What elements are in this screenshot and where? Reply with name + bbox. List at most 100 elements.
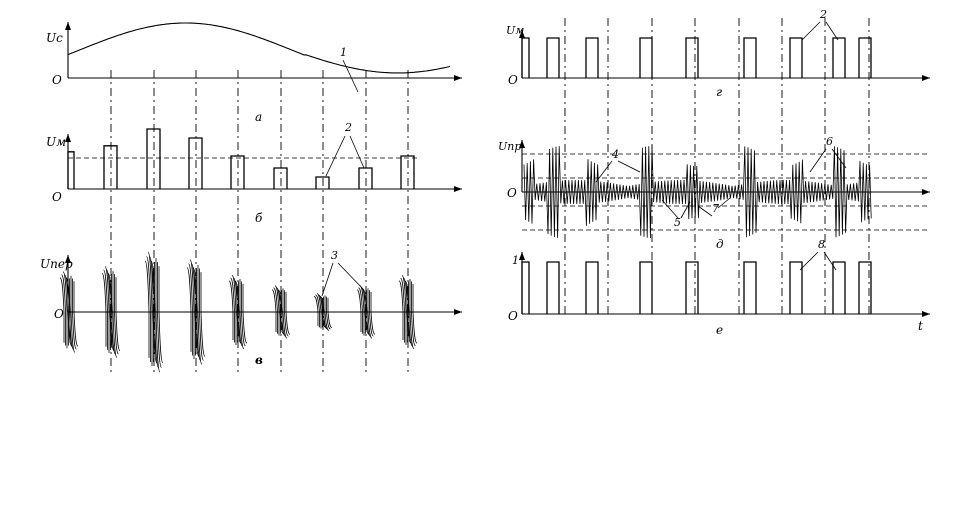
pam-pulse [67,151,75,189]
output-pulse [743,261,757,314]
rf-burst-stroke [147,251,161,373]
pam-pulse [146,128,161,189]
signal-curve [67,22,451,74]
panel-b-callout-leader-1 [325,135,346,177]
rf-burst-stroke [233,277,246,347]
rf-burst-stroke [274,285,288,339]
output-pulse [521,261,530,314]
panel-e-pulses [521,261,872,314]
rf-burst-stroke [315,294,328,330]
output-pulse [858,261,872,314]
rf-burst-stroke [316,293,330,331]
rf-burst-stroke [149,256,162,368]
rf-burst-stroke [273,287,286,337]
rf-burst-stroke [192,267,206,357]
panel-a-letter: a [255,110,262,124]
rf-burst [144,251,164,373]
panel-b-ylabel: Uм [46,135,66,149]
output-pulse [585,261,599,314]
panel-d-callout-5-leader-2 [680,201,691,219]
panel-e-time-arrow [922,311,930,317]
panel-g-pulses [521,37,872,78]
panel-b-axis-arrow [65,134,71,142]
panel-g: Uм O г 2 [506,8,930,99]
rf-burst [186,259,206,365]
rf-burst-stroke [362,289,376,335]
panel-b-callout: 2 [344,121,352,134]
panel-d-callout-5-leader-1 [661,199,679,219]
panel-d-callout-4: 4 [611,148,619,161]
rf-burst-stroke [401,275,415,349]
rf-burst [313,293,333,331]
panel-a-ylabel: Uc [46,31,63,45]
panel-e-callout-leader-1 [799,251,819,271]
rf-burst-stroke [230,277,243,347]
panel-g-ylabel: Uм [506,24,524,37]
panel-e: 1 O е t 8 [508,238,930,337]
panel-b-origin: O [52,190,62,204]
panel-d-time-arrow [922,189,930,195]
rf-burst-stroke [65,277,79,347]
panel-v-time-arrow [454,309,462,315]
panel-g-origin: O [508,73,518,87]
rf-burst-stroke [400,277,413,347]
rf-burst-stroke [234,280,248,344]
rf-burst-stroke [103,269,116,355]
rf-burst-stroke [61,274,74,350]
pam-pulse [358,167,373,189]
pam-pulse [273,167,288,189]
right-sampling-lines [564,18,870,318]
rf-burst [356,285,376,339]
panel-d-callout-6-leader-2 [831,148,847,169]
panel-v-ylabel: Uпер [40,257,73,271]
panel-b-callout-leader-2 [349,135,365,169]
panel-e-callout: 8 [818,238,825,251]
panel-d-callout-7-leader-2 [717,197,731,209]
rf-burst-stroke [231,275,245,349]
panel-g-axis-arrow [519,30,525,38]
rf-burst [228,275,248,349]
panel-b-letter: б [255,211,263,225]
panel-d-callout-5: 5 [674,216,681,229]
panel-e-axis-arrow [519,252,525,260]
rf-burst [398,275,418,349]
carrier-pulse [858,37,872,78]
output-pulse [546,261,560,314]
rf-burst-stroke [62,271,76,353]
panel-g-callout: 2 [819,8,827,21]
carrier-pulse [789,37,803,78]
panel-g-time-arrow [922,75,930,81]
panel-e-ylabel: 1 [512,254,519,267]
pam-pulse [230,155,245,189]
panel-e-letter: е [716,323,723,337]
panel-v-callout: 3 [331,249,338,262]
panel-e-xlabel: t [918,319,923,333]
pam-pulse [315,176,330,189]
panel-a-callout: 1 [340,46,347,59]
output-pulse [685,261,699,314]
rf-burst-stroke [64,274,77,350]
panel-b-time-arrow [454,186,462,192]
panel-d-axis-arrow [519,140,525,148]
panel-d-callout-6: 6 [826,135,833,148]
rf-burst-stroke [359,285,373,339]
output-pulse [789,261,803,314]
rf-burst-stroke [188,263,201,361]
rf-burst [59,271,79,353]
rf-bursts [59,251,418,373]
panel-d-origin: O [507,186,517,200]
rf-burst-stroke [361,287,374,337]
rf-burst-stroke [191,263,204,361]
panel-a-time-arrow [454,75,462,81]
rf-burst-stroke [189,259,203,365]
carrier-pulse [832,37,846,78]
rf-burst-stroke [403,277,416,347]
panel-g-callout-leader-2 [825,21,839,41]
pam-pulse [400,155,415,189]
carrier-pulse [585,37,599,78]
panel-v: Uпер O в 3 [40,249,462,373]
rf-burst-stroke [318,294,331,330]
output-pulse [832,261,846,314]
panel-v-letter: в [255,353,263,367]
